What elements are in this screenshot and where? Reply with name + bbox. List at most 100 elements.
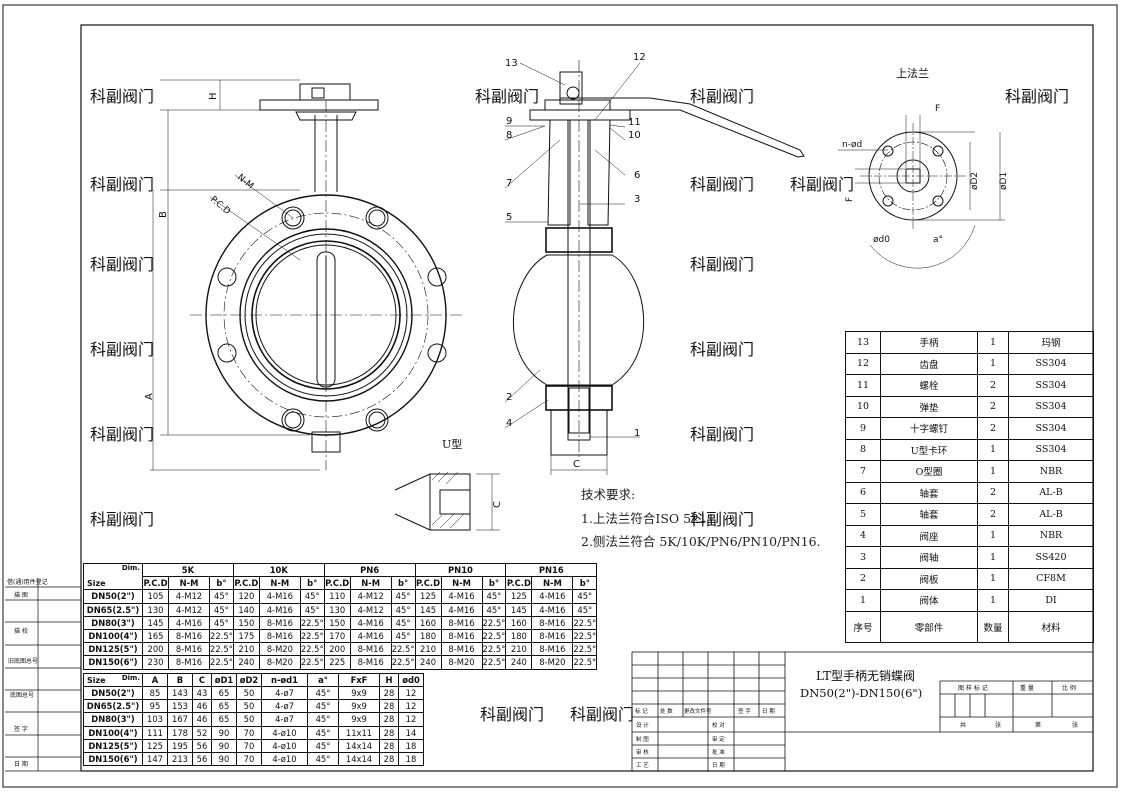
watermark: 科副阀门 — [90, 175, 154, 194]
watermark: 科副阀门 — [90, 425, 154, 444]
table-cell: 120 — [232, 589, 260, 604]
callout-1: 1 — [634, 428, 640, 439]
table-cell: 90 — [211, 725, 237, 740]
parts-cell-mat: 玛钢 — [1008, 331, 1094, 354]
table-cell: 4-ø10 — [261, 738, 308, 753]
table-cell: 195 — [167, 738, 193, 753]
u-type-label: U型 — [442, 437, 462, 451]
table-cell: 45° — [209, 615, 234, 630]
parts-cell-no: 7 — [845, 460, 881, 483]
table-cell: 45° — [390, 589, 416, 604]
parts-cell-qty: 2 — [977, 395, 1009, 418]
parts-cell-mat: SS304 — [1008, 438, 1094, 461]
table-cell: 8-M16 — [531, 615, 574, 630]
table-cell: 130 — [323, 602, 351, 617]
table-cell: 145 — [414, 602, 442, 617]
title-label-sheets: 张 — [995, 721, 1001, 729]
table-cell: 8-M16 — [349, 642, 392, 657]
row-size: DN65(2.5") — [83, 602, 143, 617]
subheader: P.C.D — [323, 576, 351, 591]
table-cell: 45° — [572, 602, 598, 617]
tb-row-sign: 签 字 — [738, 707, 751, 715]
parts-cell-name: 阀板 — [880, 567, 978, 590]
side-labels: 借(通)用件登记 描 图 描 校 旧底图总号 底图总号 签 字 日 期 — [7, 578, 48, 768]
parts-cell-name: 阀座 — [880, 524, 978, 547]
callout-4: 4 — [506, 418, 512, 429]
table-cell: 18 — [398, 751, 424, 767]
table-cell: 45° — [209, 602, 234, 617]
parts-cell-qty: 1 — [977, 331, 1009, 354]
parts-cell-qty: 1 — [977, 352, 1009, 375]
callout-5: 5 — [506, 212, 512, 223]
parts-cell-name: 螺栓 — [880, 374, 978, 397]
watermark: 科副阀门 — [690, 175, 754, 194]
table-cell: 22.5° — [572, 628, 598, 644]
side-label-2: 描 校 — [14, 627, 28, 635]
table-cell: 56 — [192, 751, 212, 767]
dim-h-label: H — [208, 92, 219, 100]
table-cell: 8-M16 — [168, 642, 210, 657]
callout-6: 6 — [634, 170, 640, 181]
table-cell: 160 — [414, 615, 442, 630]
tb-design: 设 计 — [636, 721, 649, 729]
table-cell: 45° — [209, 589, 234, 604]
table-cell: 22.5° — [209, 642, 234, 657]
table-cell: 4-M16 — [258, 602, 301, 617]
table-cell: 22.5° — [299, 655, 325, 670]
dim-nd-label: n-ød — [842, 140, 862, 150]
dim-f-left: F — [845, 197, 855, 202]
tech-requirements-title: 技术要求: — [581, 487, 636, 502]
side-label-5: 签 字 — [14, 725, 28, 733]
callout-7: 7 — [506, 178, 512, 189]
table-cell: 45° — [307, 699, 339, 714]
table-cell: 12 — [398, 685, 424, 701]
table-cell: 85 — [142, 685, 168, 701]
dim-col-header: A — [142, 673, 168, 687]
table-cell: 22.5° — [481, 642, 507, 657]
table-cell: 22.5° — [390, 642, 416, 657]
table-cell: 46 — [192, 699, 212, 714]
table-cell: 4-M12 — [168, 589, 210, 604]
table-cell: 125 — [414, 589, 442, 604]
parts-cell-name: O型圈 — [880, 460, 978, 483]
table-cell: 28 — [379, 712, 399, 727]
parts-cell-qty: 1 — [977, 567, 1009, 590]
group-header: PN16 — [505, 562, 598, 578]
table-cell: 22.5° — [572, 615, 598, 630]
watermark: 科副阀门 — [90, 87, 154, 106]
table-cell: 8-M16 — [440, 642, 483, 657]
dim-header-label-2: Dim. — [121, 674, 140, 683]
table-cell: 56 — [192, 738, 212, 753]
parts-cell-mat: AL-B — [1008, 481, 1094, 504]
watermarks: 科副阀门 科副阀门 科副阀门 科副阀门 科副阀门 科副阀门 科副阀门 科副阀门 … — [90, 87, 1069, 724]
tb-check: 校 对 — [712, 721, 725, 729]
parts-cell-name: 阀体 — [880, 589, 978, 612]
watermark: 科副阀门 — [790, 175, 854, 194]
table-cell: 200 — [142, 642, 169, 657]
table-cell: 22.5° — [481, 655, 507, 670]
parts-cell-qty: 2 — [977, 481, 1009, 504]
dim-col-header: øD1 — [211, 673, 237, 687]
table-cell: 145 — [505, 602, 533, 617]
table-cell: 45° — [307, 751, 339, 767]
table-cell: 178 — [167, 725, 193, 740]
size-dim-header: Dim. Size — [83, 562, 143, 591]
dim-col-header: n-ød1 — [261, 673, 308, 687]
parts-cell-mat: SS304 — [1008, 374, 1094, 397]
table-cell: 45° — [299, 589, 325, 604]
row-size: DN50(2") — [83, 589, 143, 604]
watermark: 科副阀门 — [90, 340, 154, 359]
table-cell: 8-M16 — [531, 642, 574, 657]
parts-cell-no: 6 — [845, 481, 881, 504]
table-cell: 8-M20 — [531, 655, 574, 670]
watermark: 科副阀门 — [90, 255, 154, 274]
table-cell: 45° — [572, 589, 598, 604]
table-cell: 90 — [211, 751, 237, 767]
dim-d1-label: øD1 — [999, 172, 1009, 190]
